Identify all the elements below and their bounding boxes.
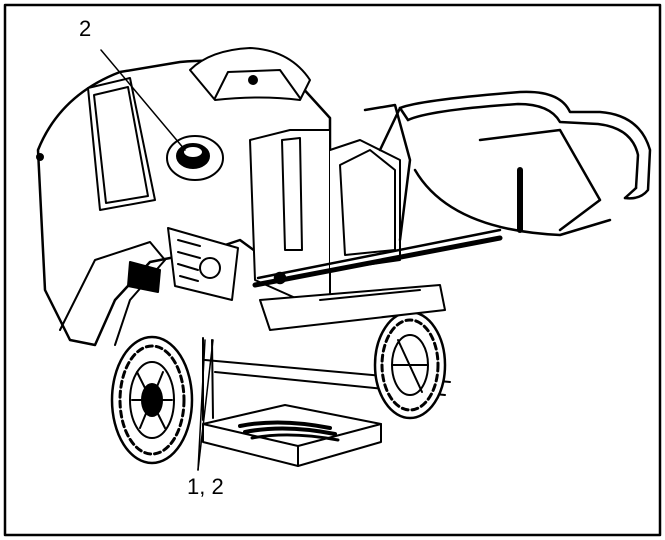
callout-label-bottom: 1, 2 (187, 474, 224, 499)
figure-border (3, 3, 662, 537)
chute-body (249, 129, 446, 331)
right-wheel (373, 310, 447, 420)
leader-line-top (100, 49, 186, 151)
leader-line-bottom-2 (197, 339, 214, 471)
handle-assembly (252, 90, 652, 288)
left-wheel (110, 335, 194, 465)
callout-label-top: 2 (79, 16, 92, 41)
machine-housing (36, 47, 332, 347)
leader-line-bottom-1 (197, 339, 206, 471)
drain-pan (202, 404, 382, 467)
